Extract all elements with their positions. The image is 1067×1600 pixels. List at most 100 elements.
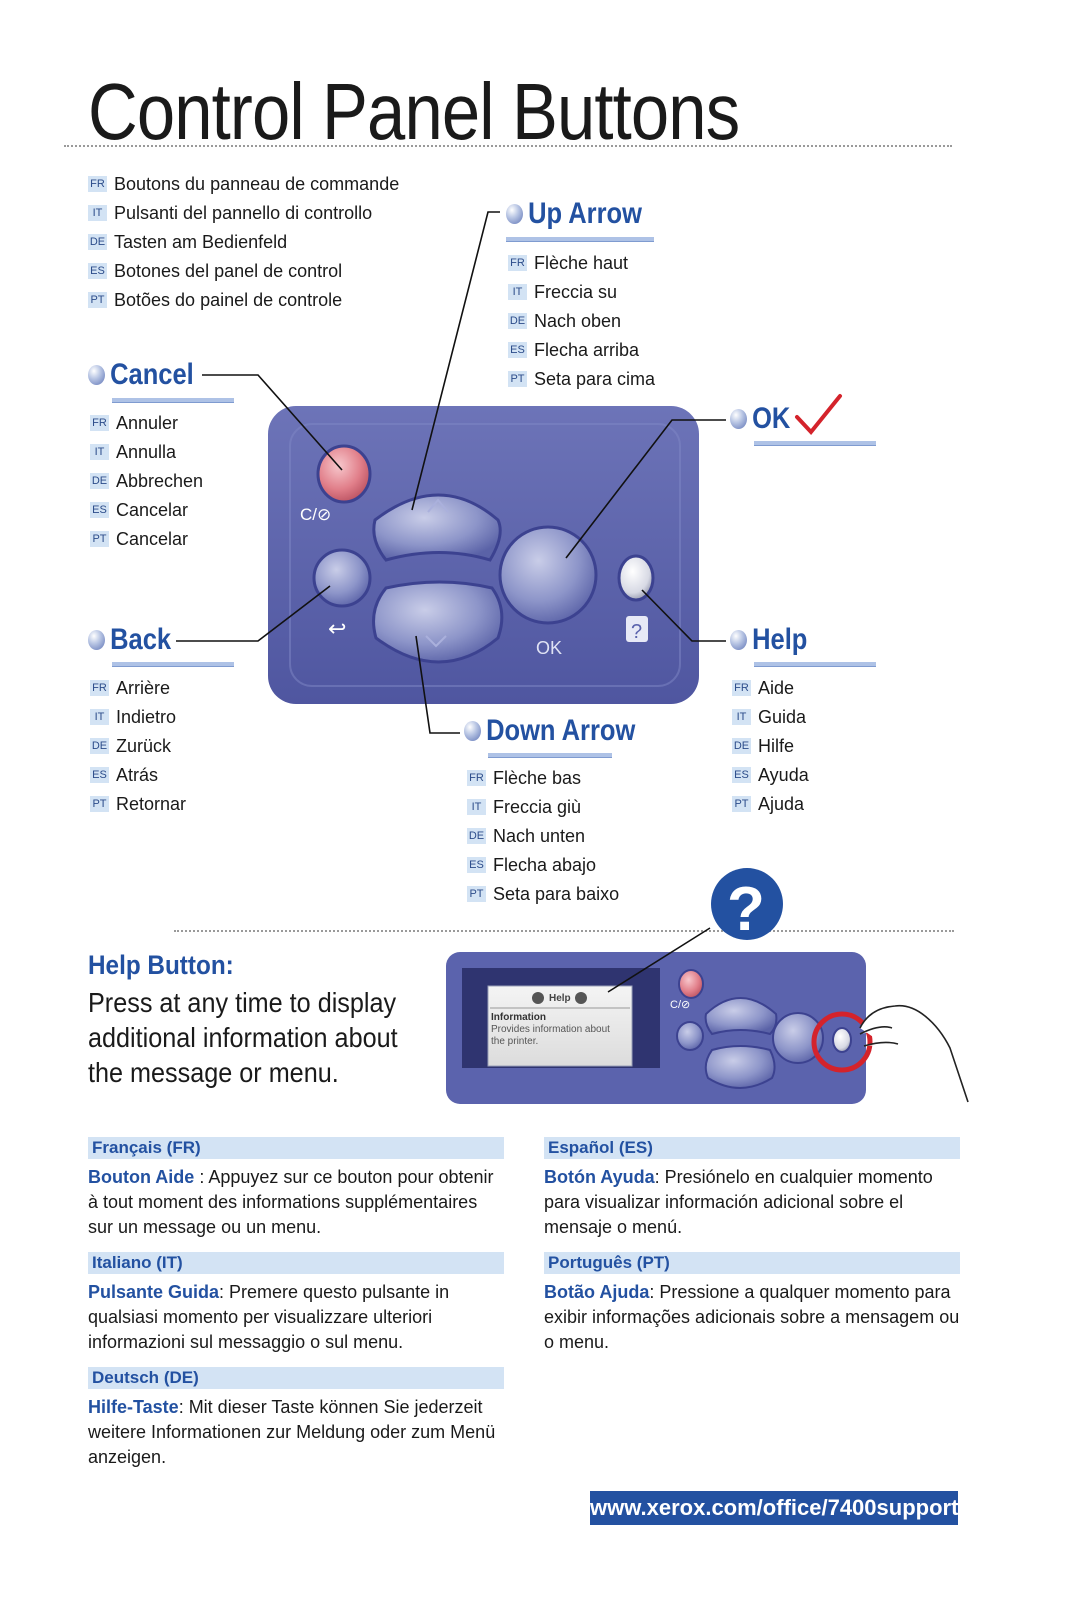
lang-code: ES	[90, 766, 109, 783]
up-arrow-button-graphic	[372, 493, 502, 562]
lang-code: IT	[90, 708, 109, 725]
svg-text:C/⊘: C/⊘	[670, 999, 690, 1011]
lang-text: : Pressione a qualquer momento para exib…	[544, 1282, 960, 1352]
lang-label: Deutsch	[92, 1368, 160, 1387]
lang-code: ES	[467, 856, 486, 873]
lang-paragraph: Botón Ayuda: Presiónelo en cualquier mom…	[544, 1165, 960, 1240]
lang-header: Italiano (IT)	[88, 1252, 504, 1274]
lang-code: FR	[90, 679, 109, 696]
lang-code: FR	[467, 769, 486, 786]
lang-text: : Premere questo pulsante in qualsiasi m…	[88, 1282, 450, 1352]
translation: Flèche bas	[493, 767, 582, 788]
lang-block-de: Deutsch (DE) Hilfe-Taste: Mit dieser Tas…	[88, 1367, 504, 1470]
help-button-title: Help Button:	[88, 950, 234, 980]
heading-underline	[112, 662, 234, 667]
up-arrow-heading: Up Arrow	[506, 197, 642, 231]
translation: Arrière	[116, 677, 171, 698]
lang-code: ES	[732, 766, 751, 783]
lang-term: Bouton Aide	[88, 1167, 195, 1187]
help-button-illustration: Help Information Provides information ab…	[446, 868, 969, 1104]
help-key-icon	[626, 616, 648, 642]
translation: Annulla	[116, 441, 177, 462]
check-icon	[795, 394, 842, 436]
lang-code: ES	[88, 262, 107, 279]
heading-underline	[754, 662, 876, 667]
back-callout	[176, 585, 331, 642]
ok-label: OK	[536, 638, 562, 658]
translation: Ajuda	[758, 793, 805, 814]
lang-term: Botão Ajuda	[544, 1282, 650, 1302]
list-item: IT Freccia su	[508, 277, 655, 306]
help-symbol: ?	[631, 621, 642, 643]
lang-header: Português (PT)	[544, 1252, 960, 1274]
lang-code: (PT)	[636, 1253, 670, 1272]
lang-block-pt: Português (PT) Botão Ajuda: Pressione a …	[544, 1252, 960, 1355]
back-button-graphic	[312, 548, 372, 608]
translation: Abbrechen	[116, 470, 204, 491]
question-mark: ?	[727, 875, 765, 944]
heading-text: Back	[110, 623, 172, 656]
translation: Nach unten	[493, 825, 586, 846]
translation: Botones del panel de control	[114, 260, 343, 281]
lang-code: FR	[508, 254, 527, 271]
lang-block-fr: Français (FR) Bouton Aide : Appuyez sur …	[88, 1137, 504, 1240]
list-item: FR Arrière	[90, 673, 186, 702]
help-button-description: Press at any time to display additional …	[88, 987, 398, 1088]
translation: Flecha arriba	[534, 339, 640, 360]
screen-item: Information	[491, 1012, 546, 1023]
translation: Annuler	[116, 412, 179, 433]
list-item: FR Flèche bas	[467, 763, 619, 792]
translation: Pulsanti del pannello di controllo	[114, 202, 373, 223]
translation: Retornar	[116, 793, 187, 814]
lang-header: Español (ES)	[544, 1137, 960, 1159]
lang-label: Italiano	[92, 1253, 152, 1272]
heading-underline	[506, 237, 654, 242]
lang-text: : Appuyez sur ce bouton pour obtenir à t…	[88, 1167, 494, 1237]
lang-text: : Presiónelo en cualquier momento para v…	[544, 1167, 933, 1237]
help-callout	[641, 589, 726, 642]
section-divider	[174, 930, 954, 932]
bullet-icon	[88, 365, 105, 385]
lang-code: FR	[732, 679, 751, 696]
support-url[interactable]: www.xerox.com/office/7400support	[590, 1491, 958, 1525]
lang-code: FR	[90, 414, 109, 431]
lang-code: PT	[88, 291, 107, 308]
cancel-symbol: C/⊘	[300, 505, 331, 524]
translation: Guida	[758, 706, 807, 727]
lang-code: ES	[90, 501, 109, 518]
lang-code: IT	[88, 204, 107, 221]
down-arrow-heading: Down Arrow	[464, 714, 635, 748]
lang-code: IT	[90, 443, 109, 460]
ok-callout	[565, 419, 726, 559]
lang-code: IT	[508, 283, 527, 300]
back-heading: Back	[88, 623, 171, 657]
translation: Freccia su	[534, 281, 618, 302]
lang-header: Français (FR)	[88, 1137, 504, 1159]
lang-code: DE	[508, 312, 527, 329]
lang-code: DE	[732, 737, 751, 754]
lang-code: (ES)	[618, 1138, 653, 1157]
lang-term: Pulsante Guida	[88, 1282, 220, 1302]
highlight-ring	[811, 1011, 873, 1073]
lang-code: (IT)	[156, 1253, 183, 1272]
translation: Seta para baixo	[493, 883, 620, 904]
translation: Tasten am Bedienfeld	[114, 231, 288, 252]
translation: Freccia giù	[493, 796, 582, 817]
